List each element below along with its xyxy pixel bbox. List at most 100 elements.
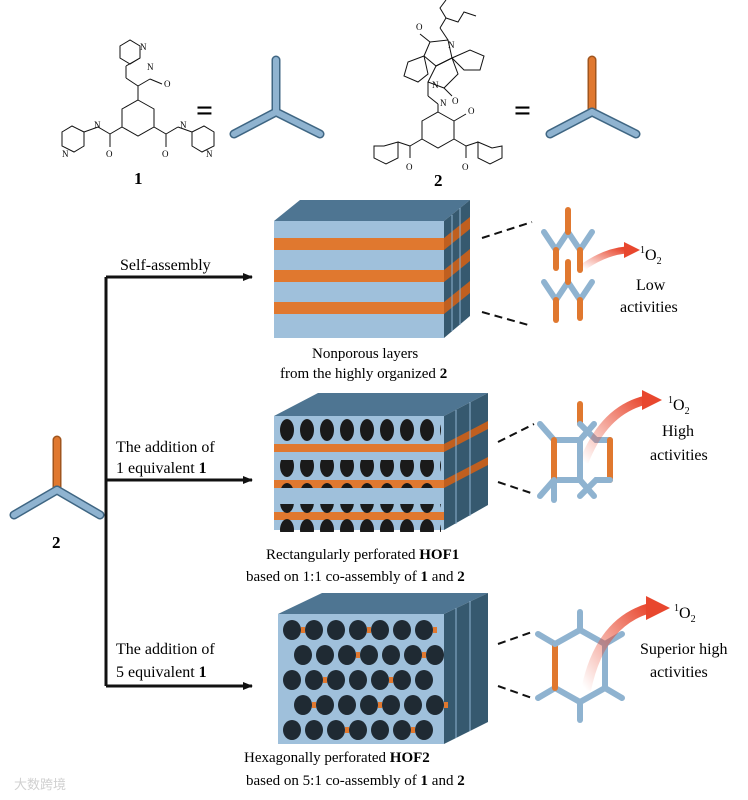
- c1-nh-c: N: [94, 120, 101, 130]
- hex-pore: [316, 645, 334, 665]
- hex-pore: [305, 670, 323, 690]
- hex-pore: [327, 620, 345, 640]
- route-hof2-label-line1: The addition of: [116, 641, 215, 658]
- branch-connector: [104, 273, 253, 690]
- orange-strut: [411, 727, 415, 733]
- zoom-line-top-2: [497, 423, 535, 443]
- hex-pore: [327, 720, 345, 740]
- c2-oxygen-e: O: [406, 162, 413, 172]
- c1-n-pyridine-c: N: [62, 149, 69, 159]
- hex-pore: [305, 720, 323, 740]
- hof2-caption-line1: Hexagonally perforated HOF2: [244, 750, 430, 766]
- singlet-oxygen-1: 1O2: [640, 245, 662, 267]
- hex-pore: [426, 645, 444, 665]
- hex-pore: [283, 720, 301, 740]
- hex-pore: [338, 695, 356, 715]
- c2-n-core-a: N: [448, 40, 455, 50]
- hex-pore: [360, 695, 378, 715]
- route-hof1-label-line2: 1 equivalent 1: [116, 460, 207, 477]
- nonporous-layers-block: [274, 200, 470, 338]
- hex-pore: [360, 645, 378, 665]
- orange-strut: [312, 702, 316, 708]
- hof2-block: [278, 593, 488, 744]
- compound-2-structure: [373, 0, 503, 165]
- activity-superior-line1: Superior high: [640, 641, 728, 658]
- zoom-line-bottom-3: [497, 685, 533, 699]
- nonporous-caption-line1: Nonporous layers: [312, 346, 418, 362]
- c2-oxygen-a: O: [416, 22, 423, 32]
- hex-pore: [393, 670, 411, 690]
- linker-2-icon: [545, 55, 641, 139]
- orange-strut: [444, 702, 448, 708]
- activity-high-line1: High: [662, 423, 694, 440]
- hex-pore: [316, 695, 334, 715]
- layer-motif-1: [541, 207, 595, 323]
- zoom-line-bottom-2: [497, 481, 535, 495]
- orange-strut: [356, 652, 360, 658]
- orange-strut: [378, 702, 382, 708]
- hex-pore: [294, 645, 312, 665]
- hex-pore: [349, 620, 367, 640]
- compound-1-structure: [61, 39, 215, 153]
- hex-pore: [349, 720, 367, 740]
- c1-nh-b: N: [180, 120, 187, 130]
- singlet-oxygen-2: 1O2: [668, 395, 690, 417]
- hex-pore: [371, 670, 389, 690]
- zoom-line-bottom-1: [481, 311, 533, 327]
- red-arrow-1: [579, 246, 627, 271]
- c1-oxygen-c: O: [106, 149, 113, 159]
- hex-pore: [393, 620, 411, 640]
- hex-pore: [371, 620, 389, 640]
- red-arrow-2: [579, 395, 648, 464]
- route-hof2-label-line2: 5 equivalent 1: [116, 664, 207, 681]
- compound-1-label: 1: [134, 169, 143, 188]
- hof1-caption-line1: Rectangularly perforated HOF1: [266, 547, 459, 563]
- activity-superior-line2: activities: [650, 664, 708, 681]
- hex-pore: [382, 695, 400, 715]
- orange-strut: [301, 627, 305, 633]
- orange-strut: [422, 652, 426, 658]
- hof2-caption-line2: based on 5:1 co-assembly of 1 and 2: [246, 773, 465, 789]
- equals-sign-2: =: [514, 94, 531, 127]
- compound-2-label: 2: [434, 171, 443, 190]
- c2-oxygen-d: O: [462, 162, 469, 172]
- hex-pore: [404, 645, 422, 665]
- orange-strut: [367, 627, 371, 633]
- activity-low-line1: Low: [636, 277, 666, 294]
- linker-1-icon: [229, 55, 325, 139]
- c2-n-core-b: N: [432, 80, 439, 90]
- orange-strut: [433, 627, 437, 633]
- c1-n-pyridine-a: N: [140, 42, 147, 52]
- hex-pore: [283, 620, 301, 640]
- zoom-line-top-3: [497, 631, 533, 645]
- hex-pore-motif: [535, 609, 625, 723]
- c1-nh-a: N: [147, 62, 154, 72]
- equals-sign-1: =: [196, 94, 213, 127]
- orange-strut: [389, 677, 393, 683]
- red-arrowhead-2: [642, 390, 662, 410]
- rect-pore-motif: [537, 401, 613, 503]
- hex-pore: [426, 695, 444, 715]
- c2-oxygen-c: O: [468, 106, 475, 116]
- nonporous-caption-line2: from the highly organized 2: [280, 366, 447, 382]
- hex-pore: [371, 720, 389, 740]
- hex-pore: [349, 670, 367, 690]
- singlet-oxygen-3: 1O2: [674, 603, 696, 625]
- c1-oxygen-a: O: [164, 79, 171, 89]
- hof1-block: [274, 393, 488, 532]
- hex-pore: [338, 645, 356, 665]
- activity-high-line2: activities: [650, 447, 708, 464]
- hex-pore: [327, 670, 345, 690]
- start-linker-2-icon: [9, 435, 105, 520]
- red-arrow-3: [581, 603, 652, 692]
- watermark: 大数跨境: [14, 778, 67, 793]
- orange-strut: [345, 727, 349, 733]
- hex-pore: [404, 695, 422, 715]
- c2-nh-link: N: [440, 98, 447, 108]
- hex-pore: [305, 620, 323, 640]
- c2-oxygen-b: O: [452, 96, 459, 106]
- route-hof1-label-line1: The addition of: [116, 439, 215, 456]
- hex-pore: [415, 670, 433, 690]
- hex-pore: [415, 720, 433, 740]
